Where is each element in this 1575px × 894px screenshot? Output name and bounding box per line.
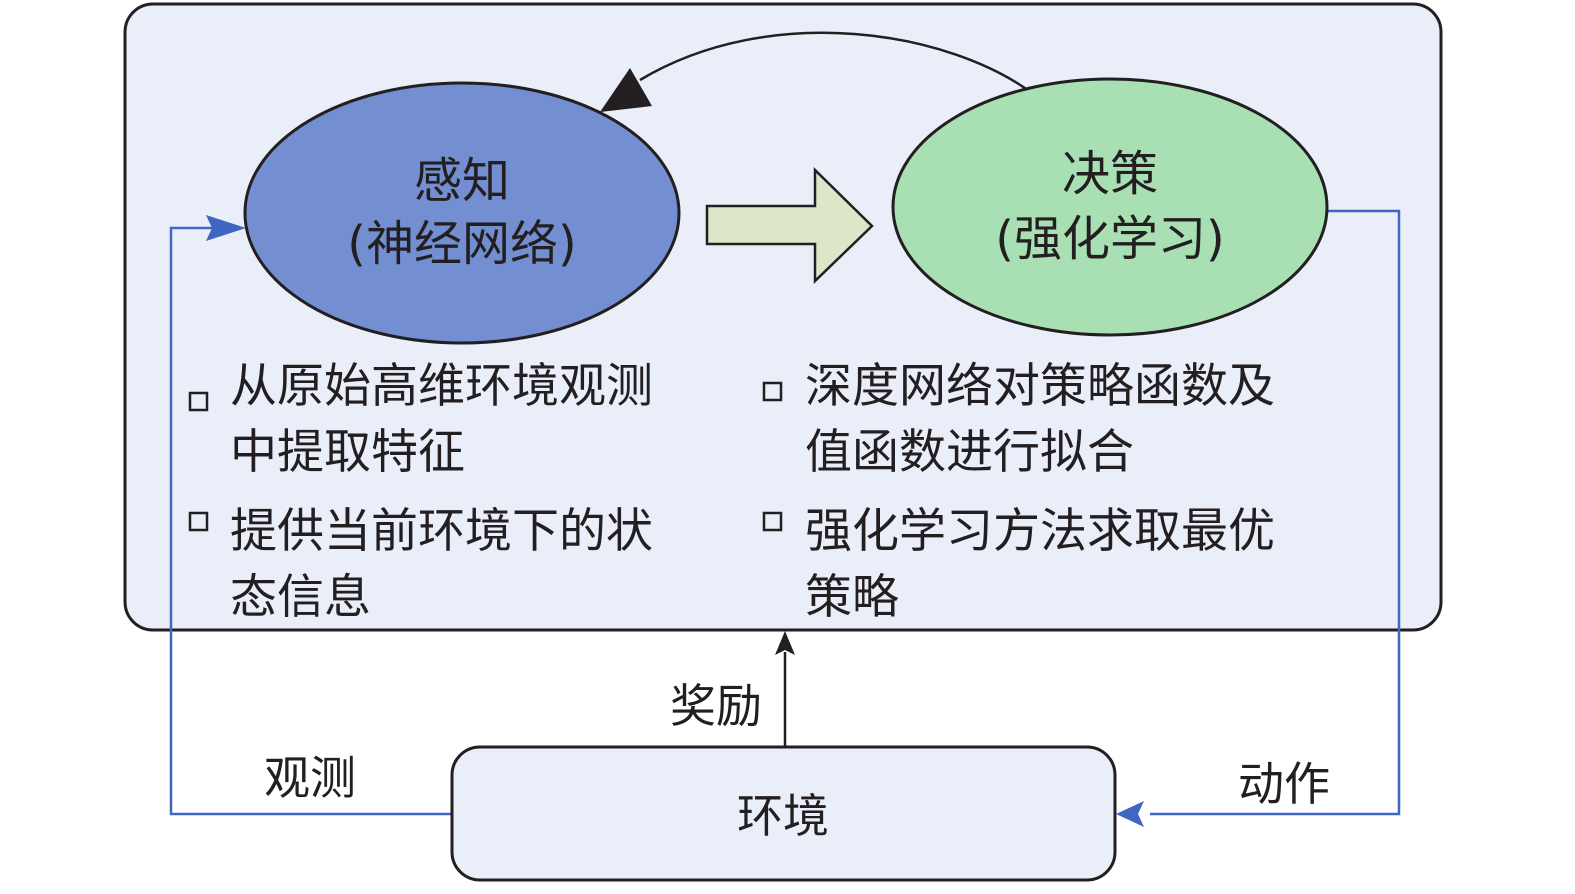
bullet-icon bbox=[762, 381, 783, 402]
perception-bullet-1-line-2: 中提取特征 bbox=[230, 425, 465, 480]
decision-bullet-1-line-1: 深度网络对策略函数及 bbox=[805, 359, 1275, 414]
reward-label: 奖励 bbox=[670, 679, 762, 733]
observation-label: 观测 bbox=[264, 751, 356, 805]
feedback-arrowhead bbox=[600, 68, 652, 112]
decision-bullet-2-line-1: 强化学习方法求取最优 bbox=[805, 504, 1275, 559]
perception-to-decision-arrow bbox=[705, 167, 874, 284]
feedback-curve bbox=[639, 31, 1037, 97]
action-arrowhead bbox=[1116, 801, 1144, 827]
observation-arrowhead bbox=[206, 215, 246, 241]
action-connector bbox=[1150, 209, 1401, 816]
perception-bullet-1-line-1: 从原始高维环境观测 bbox=[230, 359, 653, 414]
perception-bullet-2-line-1: 提供当前环境下的状 bbox=[230, 504, 653, 559]
perception-title: 感知 bbox=[414, 153, 510, 209]
action-label: 动作 bbox=[1238, 757, 1330, 811]
reward-arrowhead bbox=[775, 631, 795, 655]
decision-subtitle: (强化学习) bbox=[995, 211, 1224, 267]
observation-connector bbox=[169, 226, 452, 816]
bullet-icon bbox=[762, 511, 783, 532]
decision-node bbox=[891, 77, 1329, 337]
perception-node bbox=[243, 81, 681, 345]
environment-node bbox=[450, 745, 1117, 882]
environment-label: 环境 bbox=[737, 789, 829, 843]
perception-bullet-2-line-2: 态信息 bbox=[230, 570, 371, 625]
perception-subtitle: (神经网络) bbox=[347, 216, 576, 272]
decision-bullet-2-line-2: 策略 bbox=[805, 570, 899, 625]
bullet-icon bbox=[188, 511, 209, 532]
bullet-icon bbox=[188, 391, 209, 412]
decision-bullet-1-line-2: 值函数进行拟合 bbox=[805, 425, 1134, 480]
decision-title: 决策 bbox=[1062, 146, 1158, 202]
